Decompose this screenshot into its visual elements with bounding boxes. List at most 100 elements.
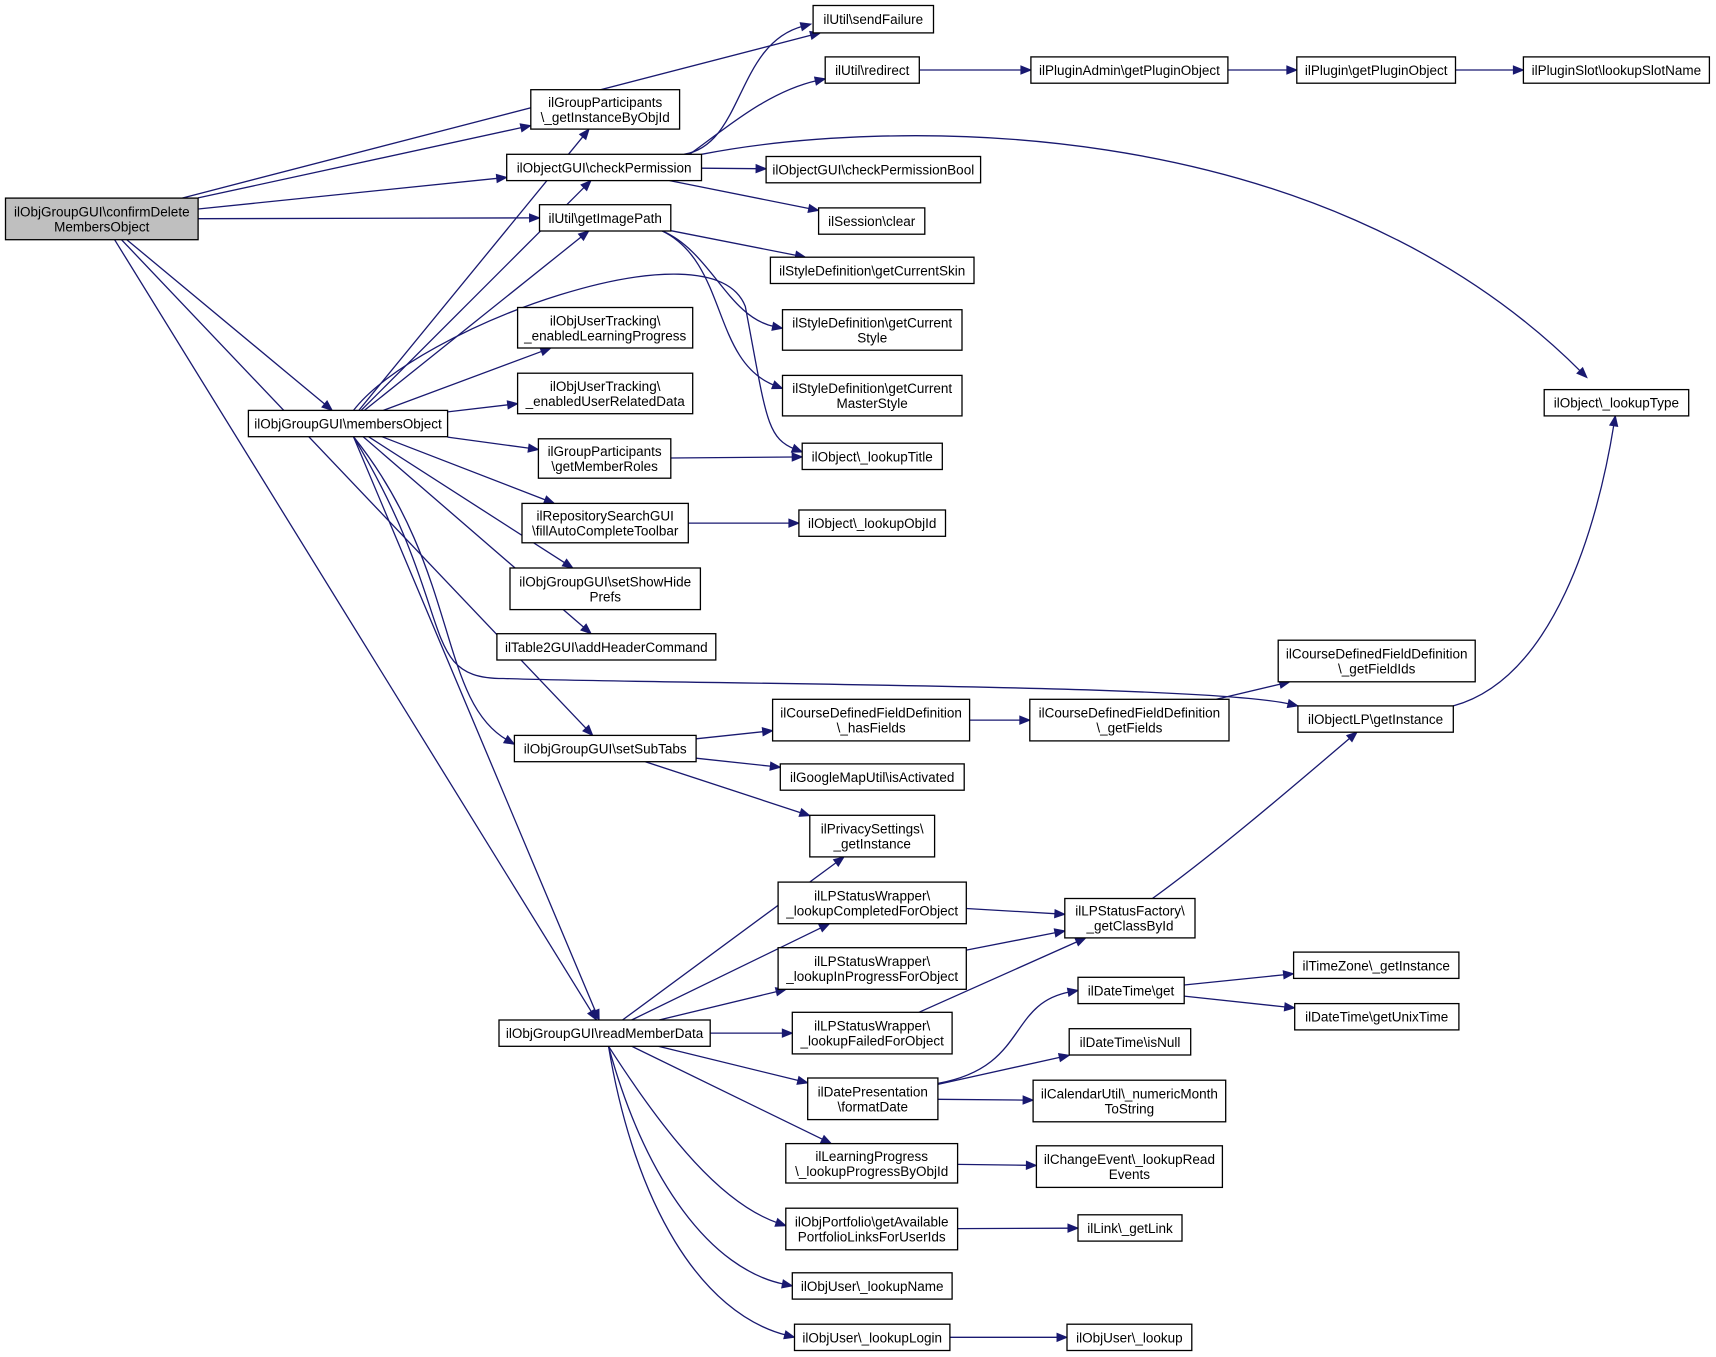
node-label-line: \fillAutoCompleteToolbar [532,524,679,539]
arrowhead-icon [577,230,590,242]
arrowhead-icon [774,1217,788,1227]
function-node-redirect[interactable]: ilUtil\redirect [824,56,920,84]
edge-line [658,1045,801,1082]
function-node-pluginObj[interactable]: ilPlugin\getPluginObject [1296,56,1457,84]
function-node-sessClear[interactable]: ilSession\clear [817,207,926,235]
node-box [785,1207,959,1251]
function-node-dtGet[interactable]: ilDateTime\get [1077,976,1185,1005]
function-node-imgPath[interactable]: ilUtil\getImagePath [538,204,672,232]
node-box [765,155,982,184]
node-label-line: _getClassById [1085,919,1173,934]
node-label-line: ilObjPortfolio\getAvailable [795,1215,949,1230]
function-node-lookupObjId[interactable]: ilObject\_lookupObjId [798,509,947,537]
function-node-privacy[interactable]: ilPrivacySettings\_getInstance [809,814,936,858]
function-node-objLP[interactable]: ilObjectLP\getInstance [1297,705,1454,733]
function-node-lpInProgress[interactable]: ilLPStatusWrapper\_lookupInProgressForOb… [777,947,967,990]
node-box [1032,1079,1227,1123]
node-box [498,1019,711,1047]
edge-members-to-enabledLP [383,347,553,412]
edge-line [198,177,499,210]
function-node-readMember[interactable]: ilObjGroupGUI\readMemberData [498,1019,711,1047]
function-node-enabledLP[interactable]: ilObjUserTracking\_enabledLearningProgre… [516,306,694,349]
node-label-line: ilDateTime\getUnixTime [1305,1010,1448,1025]
function-node-gpGetInst[interactable]: ilGroupParticipants\_getInstanceByObjId [530,89,681,130]
function-node-addHeader[interactable]: ilTable2GUI\addHeaderCommand [496,633,717,661]
node-box [798,509,947,537]
function-node-cdfHasFields[interactable]: ilCourseDefinedFieldDefinition\_hasField… [771,698,971,742]
node-label-line: ilSession\clear [828,214,916,229]
node-box [1277,639,1476,683]
node-label-line: _lookupFailedForObject [800,1034,945,1049]
arrowhead-icon [799,22,813,32]
node-label-line: ilObjUser\_lookupLogin [802,1330,942,1345]
function-node-dtUnix[interactable]: ilDateTime\getUnixTime [1294,1002,1460,1031]
function-node-cdfGetFieldIds[interactable]: ilCourseDefinedFieldDefinition\_getField… [1277,639,1476,683]
edge-line [689,79,818,155]
function-node-checkPermBool[interactable]: ilObjectGUI\checkPermissionBool [765,155,982,184]
function-node-pluginAdmin[interactable]: ilPluginAdmin\getPluginObject [1030,56,1229,84]
function-node-members[interactable]: ilObjGroupGUI\membersObject [247,409,449,438]
node-label-line: ilObjGroupGUI\setShowHide [519,574,691,589]
node-box [530,89,681,130]
function-node-lpFailed[interactable]: ilLPStatusWrapper\_lookupFailedForObject [791,1011,953,1055]
node-label-line: ToString [1105,1102,1155,1117]
node-label-line: ilUtil\getImagePath [549,211,662,226]
node-box [1068,1028,1192,1056]
node-label-line: \_getFieldIds [1338,662,1416,677]
function-node-curSkin[interactable]: ilStyleDefinition\getCurrentSkin [769,256,975,285]
edge-line [1184,973,1286,986]
edge-line [661,230,776,387]
edge-line [966,907,1057,915]
function-node-enabledURD[interactable]: ilObjUserTracking\_enabledUserRelatedDat… [516,372,694,415]
function-node-subTabs[interactable]: ilObjGroupGUI\setSubTabs [513,734,697,763]
function-node-portfolio[interactable]: ilObjPortfolio\getAvailablePortfolioLink… [785,1207,959,1251]
edge-line [645,761,803,814]
function-node-lookupName[interactable]: ilObjUser\_lookupName [791,1272,953,1300]
function-node-userLookup[interactable]: ilObjUser\_lookup [1066,1323,1193,1352]
function-node-checkPerm[interactable]: ilObjectGUI\checkPermission [506,153,703,182]
edge-line [1184,995,1287,1008]
node-box [809,814,936,858]
function-node-memberRoles[interactable]: ilGroupParticipants\getMemberRoles [537,438,672,479]
function-node-lpFactory[interactable]: ilLPStatusFactory\_getClassById [1064,897,1196,939]
function-node-getLink[interactable]: ilLink\_getLink [1077,1214,1183,1242]
node-box [1029,698,1230,742]
node-box [496,633,717,661]
function-node-tzGetInst[interactable]: ilTimeZone\_getInstance [1292,951,1460,980]
edge-objLP-to-lookupType [1453,414,1619,707]
arrowhead-icon [769,761,782,771]
function-node-lookupTitle[interactable]: ilObject\_lookupTitle [801,442,943,471]
node-label-line: ilPrivacySettings\ [821,822,924,837]
function-node-cdfGetFields[interactable]: ilCourseDefinedFieldDefinition\_getField… [1029,698,1230,742]
edge-line [658,990,779,1021]
call-edges [114,22,1619,1343]
node-label-line: Events [1109,1167,1151,1182]
node-box [537,438,672,479]
function-node-lookupType[interactable]: ilObject\_lookupType [1543,388,1690,417]
node-box [1294,1002,1460,1031]
arrowhead-icon [791,452,804,462]
function-node-dtIsNull[interactable]: ilDateTime\isNull [1068,1028,1192,1056]
function-node-lpCompleted[interactable]: ilLPStatusWrapper\_lookupCompletedForObj… [777,881,967,925]
edge-line [607,1046,787,1336]
function-node-sendFailure[interactable]: ilUtil\sendFailure [812,4,935,34]
arrowhead-icon [790,443,804,453]
node-label-line: ilObjGroupGUI\confirmDelete [14,204,190,219]
function-node-slotName[interactable]: ilPluginSlot\lookupSlotName [1522,56,1711,84]
function-node-gmap[interactable]: ilGoogleMapUtil\isActivated [779,763,965,791]
node-box [1077,1214,1183,1242]
function-node-lookupLogin[interactable]: ilObjUser\_lookupLogin [793,1323,951,1352]
arrowhead-icon [561,558,574,569]
node-label-line: ilDateTime\get [1088,983,1175,998]
function-node-formatDate[interactable]: ilDatePresentation\formatDate [807,1077,939,1121]
function-node-repoSearch[interactable]: ilRepositorySearchGUI\fillAutoCompleteTo… [521,502,689,544]
node-box [777,947,967,990]
node-label-line: ilUtil\sendFailure [823,12,923,27]
function-node-lpProgress[interactable]: ilLearningProgress\_lookupProgressByObjI… [785,1142,959,1184]
